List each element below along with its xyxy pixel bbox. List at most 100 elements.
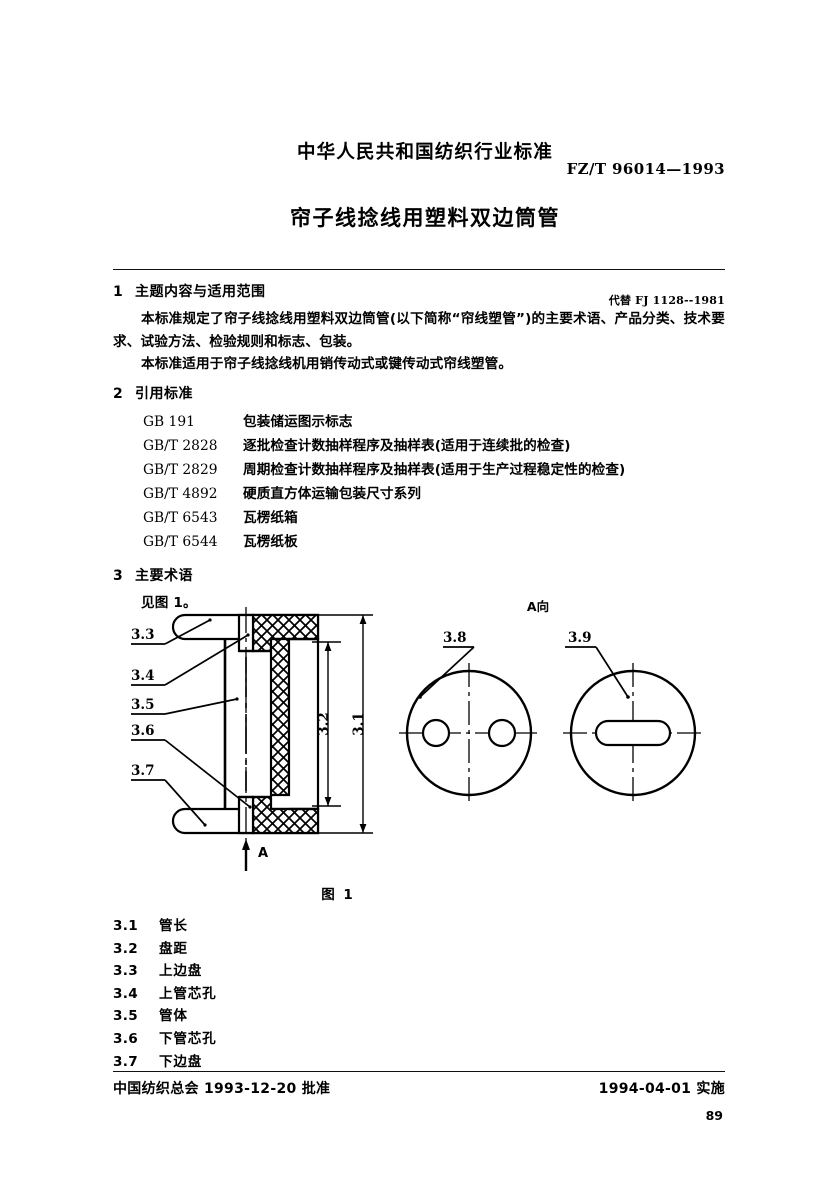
pin-hole-left xyxy=(421,718,451,748)
list-item: GB/T 2829 周期检查计数抽样程序及抽样表(适用于生产过程稳定性的检查) xyxy=(113,458,725,482)
leader-dot xyxy=(248,805,252,809)
header-row-primary: 中华人民共和国纺织行业标准 FZ/T 96014—1993 xyxy=(113,138,725,178)
term-text: 盘距 xyxy=(159,940,188,957)
list-item: 3.1 管长 xyxy=(113,915,725,938)
leader-line xyxy=(595,646,629,698)
list-item: GB/T 6543 瓦楞纸箱 xyxy=(113,506,725,530)
term-text: 管体 xyxy=(159,1008,188,1025)
term-text: 下管芯孔 xyxy=(159,1030,217,1047)
terms-list: 3.1 管长 3.2 盘距 3.3 上边盘 3.4 上管芯孔 3.5 管体 3.… xyxy=(113,915,725,1073)
spacer xyxy=(113,554,725,567)
leader-dot xyxy=(203,823,207,827)
list-item: GB/T 6544 瓦楞纸板 xyxy=(113,530,725,554)
tube-wall-section-hatch xyxy=(269,637,291,797)
section-arrow-label: A xyxy=(258,846,268,861)
leader-line xyxy=(419,646,475,698)
arrowhead-bottom xyxy=(324,797,332,806)
header-row-secondary: 帘子线捻线用塑料双边筒管 代替 FJ 1128--1981 xyxy=(113,202,725,307)
reference-name: 瓦楞纸箱 xyxy=(243,509,298,526)
standard-number: FZ/T 96014—1993 xyxy=(566,160,725,178)
reference-name: 逐批检查计数抽样程序及抽样表(适用于连续批的检查) xyxy=(243,437,571,454)
list-item: GB 191 包装储运图示标志 xyxy=(113,410,725,434)
section-arrow-a: A xyxy=(242,839,268,871)
arrow-head xyxy=(242,839,250,850)
section-1-number: 1 xyxy=(113,284,124,300)
callout-label-3-8: 3.8 xyxy=(443,630,467,646)
term-number: 3.5 xyxy=(113,1008,138,1025)
term-text: 上管芯孔 xyxy=(159,985,217,1002)
reference-code: GB/T 2828 xyxy=(143,437,218,454)
section-3-paragraph-1: 见图 1。 xyxy=(141,595,197,612)
arrowhead-top xyxy=(324,642,332,651)
callout-3-5: 3.5 xyxy=(131,697,239,715)
section-2-title: 引用标准 xyxy=(135,385,193,402)
page-number: 89 xyxy=(705,1108,723,1123)
leader-line xyxy=(164,619,211,645)
leader-dot xyxy=(626,695,630,699)
dimension-3-1: 3.1 xyxy=(318,614,373,834)
leader-dot xyxy=(418,695,422,699)
reference-code: GB/T 4892 xyxy=(143,485,218,502)
reference-code: GB/T 6544 xyxy=(143,533,218,550)
section-1-paragraph-1: 本标准规定了帘子线捻线用塑料双边筒管(以下简称“帘线塑管”)的主要术语、产品分类… xyxy=(113,311,725,350)
section-1-paragraph-2: 本标准适用于帘子线捻线机用销传动式或键传动式帘线塑管。 xyxy=(141,356,513,373)
leader-line xyxy=(164,698,238,715)
end-view-key-slot: 3.9 xyxy=(563,630,703,803)
callout-label-3-3: 3.3 xyxy=(131,627,155,643)
term-number: 3.7 xyxy=(113,1053,138,1070)
arrowhead-top xyxy=(359,615,367,624)
reference-code: GB/T 6543 xyxy=(143,509,218,526)
figure-1: 3.2 3.1 A xyxy=(113,587,725,912)
body-outer-profile xyxy=(289,637,320,811)
list-item: 3.5 管体 xyxy=(113,1005,725,1028)
reference-name: 硬质直方体运输包装尺寸系列 xyxy=(243,485,422,502)
term-number: 3.1 xyxy=(113,918,138,934)
leader-dot xyxy=(208,618,212,622)
callout-3-6: 3.6 xyxy=(131,723,252,809)
arrowhead-bottom xyxy=(359,824,367,833)
reference-name: 瓦楞纸板 xyxy=(243,533,298,550)
pin-hole-right xyxy=(487,718,517,748)
list-item: 3.4 上管芯孔 xyxy=(113,983,725,1006)
cross-section-view: 3.2 3.1 A xyxy=(131,607,373,871)
replaces-standard: 代替 FJ 1128--1981 xyxy=(608,294,725,307)
leader-line xyxy=(164,634,249,686)
section-2-number: 2 xyxy=(113,385,124,402)
figure-caption: 图 1 xyxy=(321,887,355,903)
callout-label-3-4: 3.4 xyxy=(131,668,155,684)
approval-statement: 中国纺织总会 1993-12-20 批准 xyxy=(113,1081,331,1097)
end-views-group: A向 3.8 xyxy=(399,599,703,803)
list-item: GB/T 2828 逐批检查计数抽样程序及抽样表(适用于连续批的检查) xyxy=(113,434,725,458)
reference-name: 周期检查计数抽样程序及抽样表(适用于生产过程稳定性的检查) xyxy=(243,461,626,478)
lower-flange-section-hatch xyxy=(251,795,320,835)
document-title: 帘子线捻线用塑料双边筒管 xyxy=(290,206,560,230)
section-heading-2: 2 引用标准 xyxy=(113,385,725,403)
callout-3-4: 3.4 xyxy=(131,633,250,686)
term-text: 下边盘 xyxy=(159,1053,203,1070)
list-item: 3.7 下边盘 xyxy=(113,1051,725,1074)
leader-dot xyxy=(235,697,239,701)
leader-dot xyxy=(246,633,250,637)
list-item: 3.6 下管芯孔 xyxy=(113,1028,725,1051)
section-3-title: 主要术语 xyxy=(135,567,193,584)
referenced-standards-list: GB 191 包装储运图示标志 GB/T 2828 逐批检查计数抽样程序及抽样表… xyxy=(113,410,725,554)
dimension-3-2: 3.2 xyxy=(312,641,341,807)
leader-line xyxy=(164,739,251,808)
term-number: 3.4 xyxy=(113,985,138,1002)
callout-label-3-7: 3.7 xyxy=(131,763,155,779)
reference-name: 包装储运图示标志 xyxy=(243,413,353,430)
callout-label-3-5: 3.5 xyxy=(131,697,155,713)
term-number: 3.3 xyxy=(113,963,138,980)
callout-3-3: 3.3 xyxy=(131,618,212,645)
callout-label-3-6: 3.6 xyxy=(131,723,155,739)
term-number: 3.2 xyxy=(113,940,138,957)
reference-code: GB 191 xyxy=(143,413,195,430)
effective-date: 1994-04-01 实施 xyxy=(598,1081,725,1097)
leader-line xyxy=(164,779,206,826)
key-slot-shape xyxy=(594,719,672,747)
dimension-label-3-1: 3.1 xyxy=(351,712,367,736)
